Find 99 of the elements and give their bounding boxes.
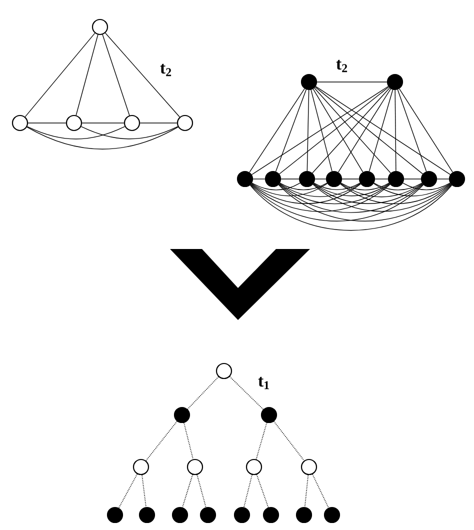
graph-node: [138, 506, 156, 524]
edge-line: [280, 178, 300, 180]
edge-line: [306, 90, 310, 172]
edge-line: [402, 182, 450, 190]
edge-line: [280, 182, 328, 190]
edge-line: [76, 34, 98, 116]
edge-line: [404, 178, 422, 180]
edge-line: [338, 88, 392, 173]
edge-line: [314, 86, 424, 174]
graph-node: [326, 170, 342, 188]
edge-line: [340, 182, 390, 190]
edge-line: [368, 89, 394, 172]
edge-line: [244, 474, 252, 508]
graph-node: [358, 170, 376, 188]
edge-line: [436, 178, 450, 180]
edge-line: [374, 178, 388, 180]
edge-line: [118, 474, 138, 508]
graph-node: [106, 506, 124, 524]
graph-node: [388, 170, 404, 188]
edge-line: [229, 376, 264, 410]
edge-line: [342, 178, 360, 180]
graph-node: [420, 170, 438, 188]
graph-node: [246, 458, 262, 476]
edge-line: [252, 178, 266, 180]
edge-line: [275, 89, 307, 172]
edge-line: [279, 183, 361, 198]
edge-line: [146, 420, 178, 462]
edge-line: [196, 474, 206, 508]
graph-node: [262, 506, 280, 524]
edge-line: [251, 184, 362, 204]
edge-line: [28, 122, 66, 124]
edge-line: [273, 420, 305, 462]
edge-line: [105, 32, 180, 118]
edge-line: [102, 34, 130, 116]
edge-line: [315, 86, 451, 175]
edge-line: [310, 89, 332, 172]
graph-node: [216, 362, 232, 380]
edge-line: [312, 474, 329, 508]
graph-label: t$_{2}$: [160, 64, 172, 76]
edge-line: [394, 90, 396, 172]
edge-line: [142, 474, 146, 508]
graph-node: [92, 18, 108, 36]
edge-line: [313, 183, 390, 196]
edge-line: [250, 184, 424, 222]
edge-line: [251, 86, 389, 175]
edge-line: [249, 88, 305, 173]
edge-line: [314, 178, 326, 180]
edge-line: [252, 182, 300, 190]
edge-line: [278, 86, 390, 174]
edge-line: [314, 182, 360, 190]
graph-node: [236, 170, 254, 188]
edge-line: [340, 183, 423, 198]
graph-node: [260, 406, 278, 424]
graph-node: [264, 170, 282, 188]
graph-node: [324, 506, 340, 524]
edge-line: [184, 422, 194, 460]
edge-line: [250, 184, 390, 212]
graph-node: [172, 506, 188, 524]
graph-label: t$_{1}$: [258, 376, 269, 390]
graph-node: [12, 114, 28, 132]
edge-line: [304, 474, 309, 508]
edge-line: [26, 126, 126, 140]
graph-label: t$_{2}$: [336, 60, 348, 72]
graph-node: [300, 458, 318, 476]
edge-line: [397, 89, 427, 172]
edge-line: [182, 474, 194, 508]
edge-line: [340, 184, 452, 204]
edge-line: [279, 184, 390, 204]
edge-line: [374, 182, 422, 190]
edge-line: [398, 88, 454, 173]
graph-node: [124, 114, 140, 132]
edge-line: [278, 184, 424, 213]
graph-node: [174, 406, 190, 424]
edge-line: [373, 183, 451, 196]
graph-node: [296, 506, 312, 524]
graph-node: [448, 170, 466, 188]
edge-line: [256, 474, 269, 508]
graph-node: [234, 506, 250, 524]
edge-line: [250, 184, 452, 231]
edge-line: [26, 126, 178, 150]
graph-node: [66, 114, 82, 132]
graph-node: [186, 458, 204, 476]
graph-node: [298, 170, 316, 188]
graph-node: [300, 74, 318, 90]
edge-line: [82, 122, 124, 124]
graph-node: [176, 114, 194, 132]
graph-node: [386, 74, 404, 90]
edge-line: [140, 122, 178, 124]
edge-line: [312, 184, 452, 212]
edge-line: [312, 88, 364, 172]
graph-node: [200, 506, 216, 524]
graph-node: [132, 458, 150, 476]
edge-line: [313, 184, 424, 204]
edge-line: [256, 422, 268, 460]
edge-line: [187, 376, 219, 410]
edge-line: [278, 184, 452, 222]
edge-line: [24, 32, 96, 118]
edge-line: [251, 183, 328, 196]
edge-line: [80, 126, 178, 140]
